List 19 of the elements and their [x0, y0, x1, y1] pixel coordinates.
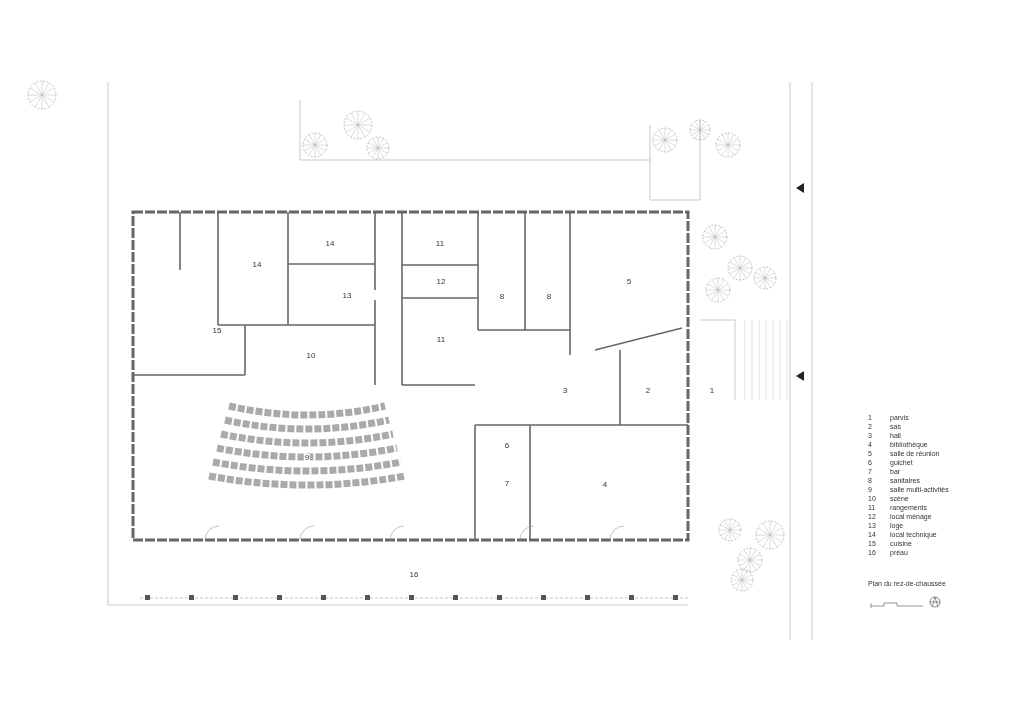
room-number: 11 — [435, 336, 447, 344]
room-number: 3 — [561, 387, 569, 395]
room-number: 12 — [435, 278, 447, 286]
room-number: 4 — [601, 481, 609, 489]
room-number: 14 — [324, 240, 336, 248]
room-number: 8 — [498, 293, 506, 301]
room-number: 1 — [708, 387, 716, 395]
room-number: 9 — [303, 454, 311, 462]
room-number: 5 — [625, 278, 633, 286]
room-number: 10 — [305, 352, 317, 360]
room-number: 15 — [211, 327, 223, 335]
room-number: 11 — [434, 240, 446, 248]
room-number: 14 — [251, 261, 263, 269]
room-number: 7 — [503, 480, 511, 488]
room-number: 8 — [545, 293, 553, 301]
room-number: 16 — [408, 571, 420, 579]
room-number: 2 — [644, 387, 652, 395]
room-number: 6 — [503, 442, 511, 450]
room-number: 13 — [341, 292, 353, 300]
